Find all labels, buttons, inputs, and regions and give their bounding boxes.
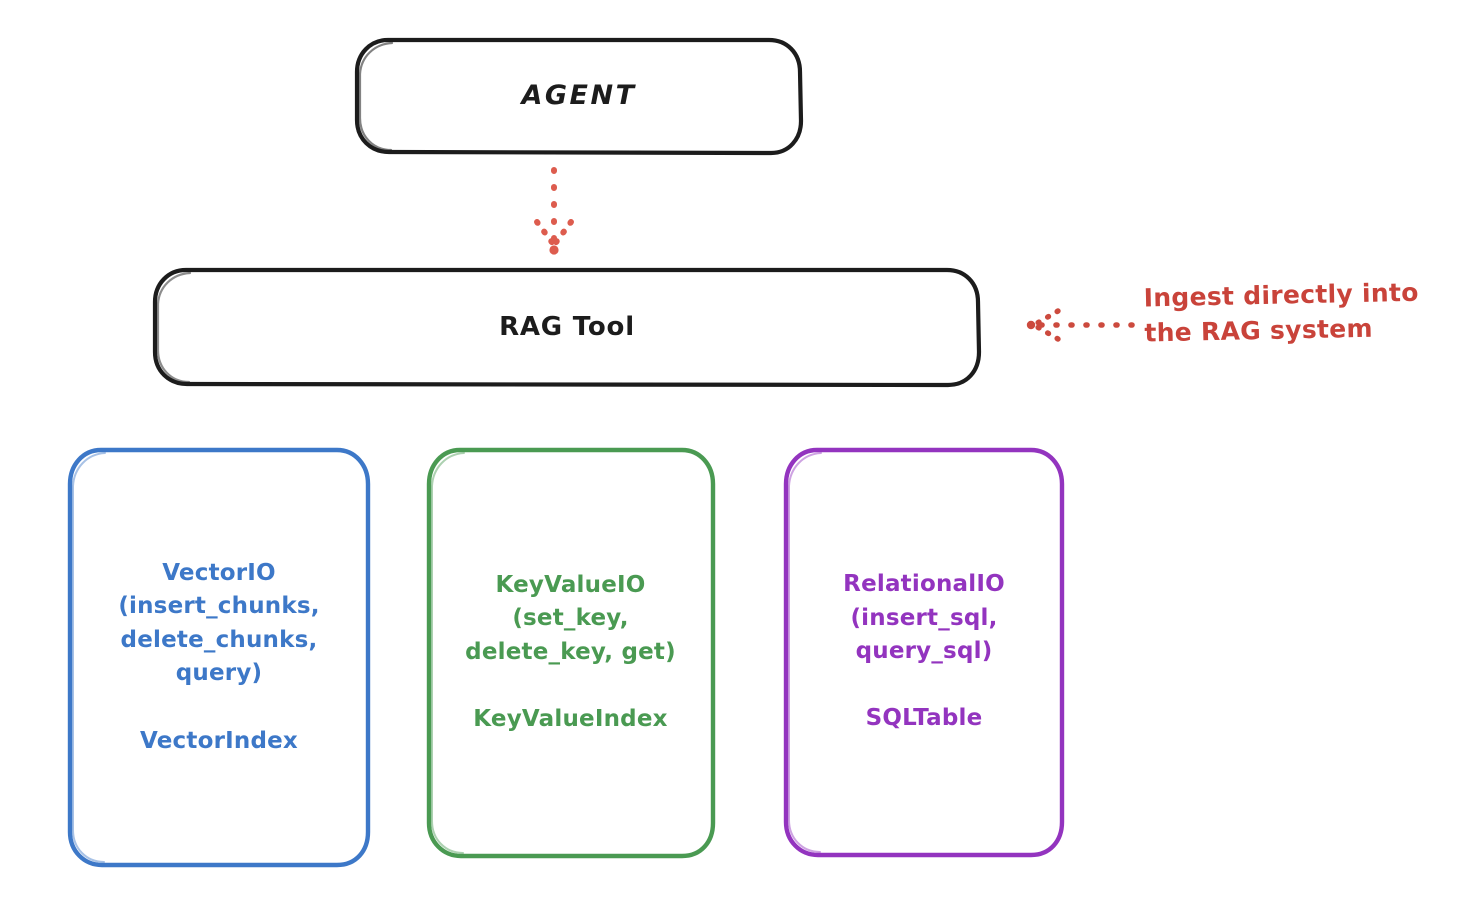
- relational-io-api-label: RelationalIO (insert_sql, query_sql): [843, 571, 1005, 664]
- rag-tool-box-outline: [152, 267, 982, 388]
- relational-io-box-outline: [783, 447, 1065, 858]
- key-value-io-api-label: KeyValueIO (set_key, delete_key, get): [465, 571, 676, 665]
- ingest-annotation-label: Ingest directly into the RAG system: [1143, 277, 1419, 348]
- rag-tool-label: RAG Tool: [499, 311, 635, 342]
- node-key-value-io[interactable]: KeyValueIO (set_key, delete_key, get) Ke…: [428, 449, 713, 856]
- relational-io-index-label: SQLTable: [865, 705, 983, 732]
- agent-label: AGENT: [521, 79, 637, 111]
- vector-io-api-label: VectorIO (insert_chunks, delete_chunks, …: [118, 560, 320, 687]
- agent-to-rag-tool-connector: [534, 167, 574, 255]
- agent-box-outline: [354, 37, 804, 156]
- key-value-io-box-outline: [426, 447, 716, 859]
- vector-io-index-label: VectorIndex: [140, 727, 298, 754]
- node-vector-io[interactable]: VectorIO (insert_chunks, delete_chunks, …: [69, 449, 369, 866]
- relational-io-text-stack: RelationalIO (insert_sql, query_sql) SQL…: [833, 568, 1015, 735]
- node-rag-tool[interactable]: RAG Tool: [154, 269, 980, 385]
- key-value-io-index-label: KeyValueIndex: [473, 705, 668, 732]
- key-value-io-text-stack: KeyValueIO (set_key, delete_key, get) Ke…: [455, 569, 686, 736]
- ingest-to-rag-tool-connector: [1026, 308, 1135, 342]
- vector-io-text-stack: VectorIO (insert_chunks, delete_chunks, …: [108, 557, 329, 758]
- node-agent[interactable]: AGENT: [356, 38, 802, 154]
- vector-io-box-outline: [67, 447, 371, 868]
- node-relational-io[interactable]: RelationalIO (insert_sql, query_sql) SQL…: [786, 449, 1062, 855]
